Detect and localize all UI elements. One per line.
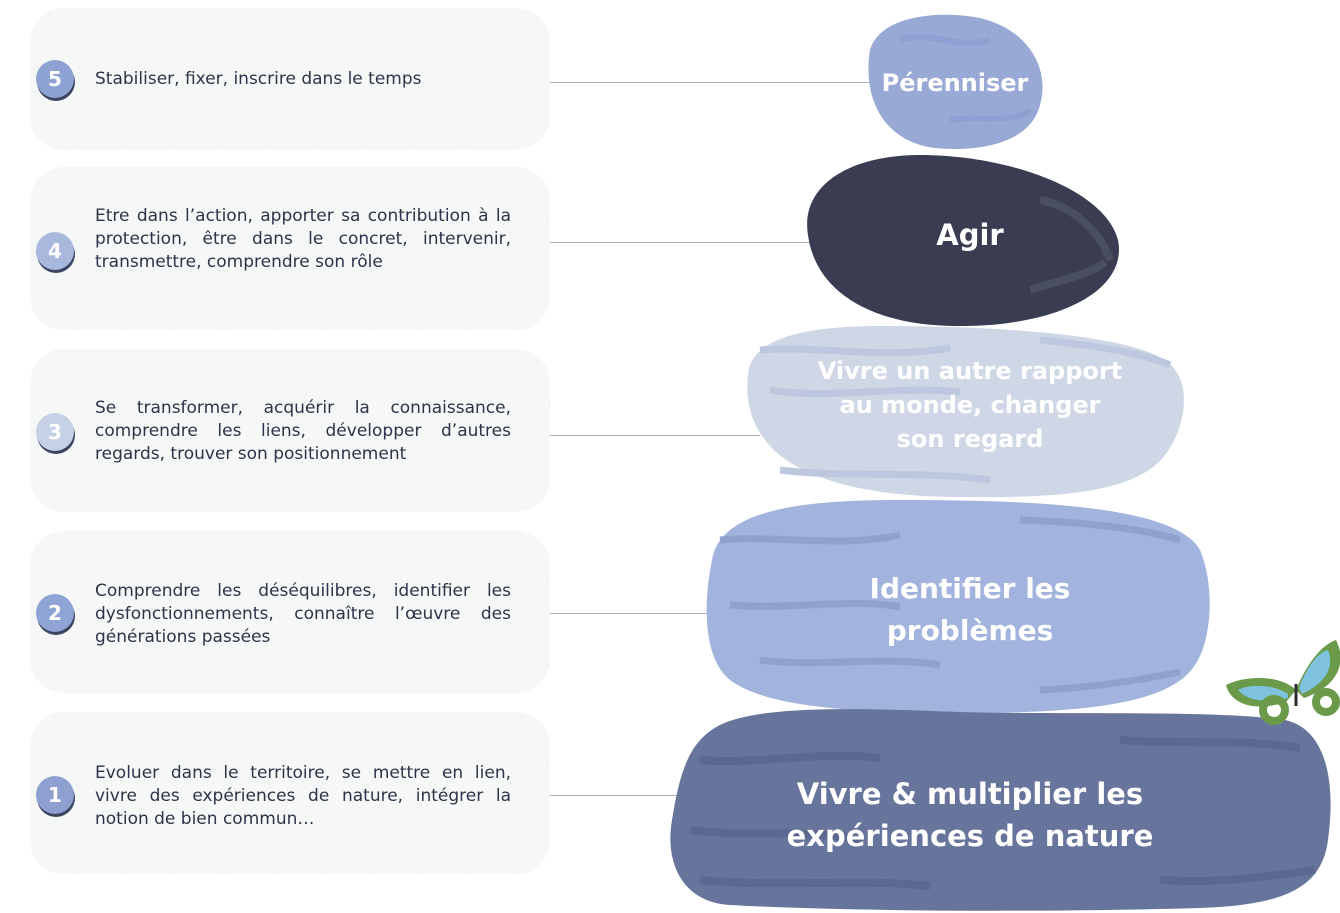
step-card-4: 4 Etre dans l’action, apporter sa contri… — [30, 167, 550, 330]
connector-1 — [550, 795, 730, 796]
step-badge-2: 2 — [36, 594, 74, 632]
stone-label-identifier: Identifier les problèmes — [869, 572, 1071, 647]
step-badge-4: 4 — [36, 232, 74, 270]
step-text-1: Evoluer dans le territoire, se mettre en… — [95, 763, 511, 829]
step-text-2: Comprendre les déséquilibres, identifier… — [95, 581, 511, 647]
step-text-3: Se transformer, acquérir la connaissance… — [95, 398, 511, 464]
stone-label-experiences: Vivre & multiplier les expériences de na… — [786, 777, 1154, 853]
butterfly-icon — [1226, 640, 1340, 725]
step-text-4: Etre dans l’action, apporter sa contribu… — [95, 206, 511, 272]
connector-5 — [550, 82, 870, 83]
connector-4 — [550, 242, 812, 243]
step-badge-1: 1 — [36, 776, 74, 814]
step-badge-3: 3 — [36, 413, 74, 451]
step-text-5: Stabiliser, fixer, inscrire dans le temp… — [95, 69, 422, 89]
step-card-3: 3 Se transformer, acquérir la connaissan… — [30, 349, 550, 512]
connector-3 — [550, 435, 760, 436]
connector-2 — [550, 613, 720, 614]
stone-label-perenniser: Pérenniser — [881, 68, 1029, 97]
step-card-1: 1 Evoluer dans le territoire, se mettre … — [30, 712, 550, 874]
stone-label-rapport: Vivre un autre rapport au monde, changer… — [817, 357, 1123, 453]
step-badge-5: 5 — [36, 60, 74, 98]
step-card-5: 5 Stabiliser, fixer, inscrire dans le te… — [30, 8, 550, 150]
step-card-2: 2 Comprendre les déséquilibres, identifi… — [30, 531, 550, 693]
stone-label-agir: Agir — [936, 218, 1004, 252]
